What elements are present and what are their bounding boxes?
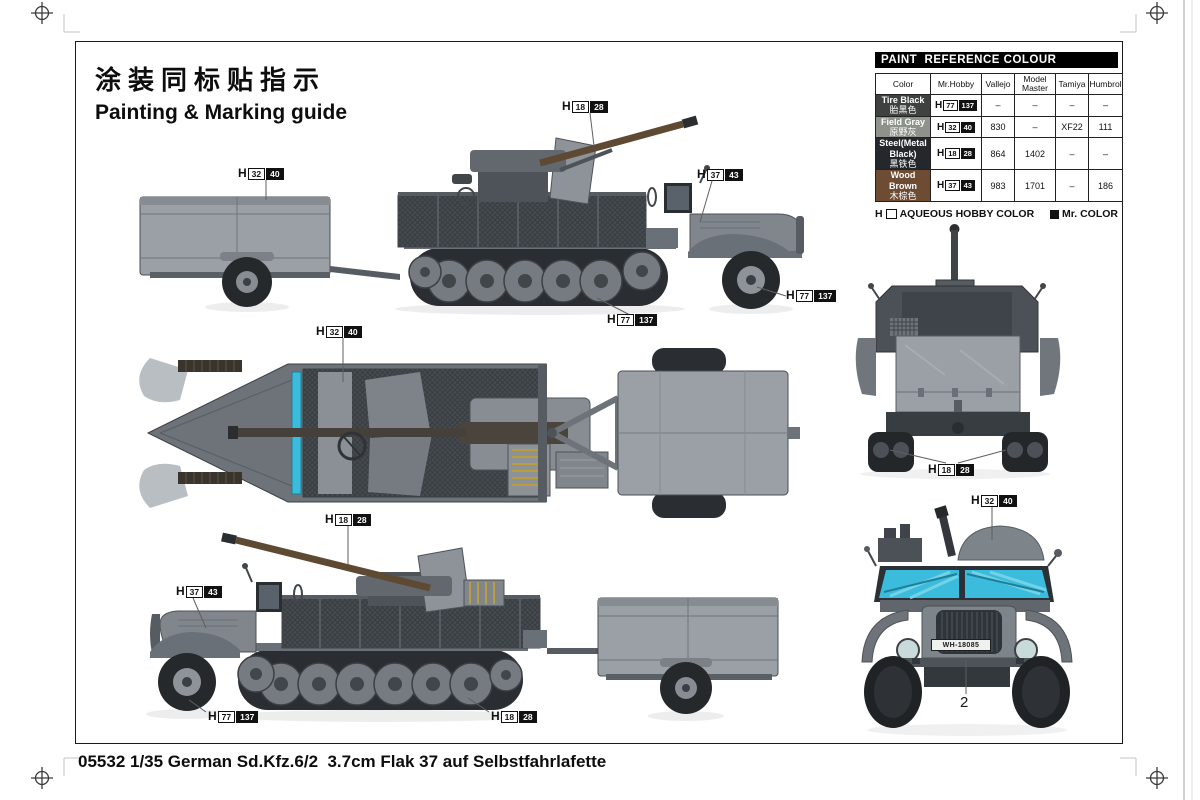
front-view	[861, 505, 1073, 736]
vallejo-cell: 830	[981, 115, 1015, 139]
front-bumper	[898, 658, 1036, 667]
trailer-drawbar	[330, 266, 400, 280]
model-master-cell: –	[1014, 94, 1056, 117]
paint-callout-front-bottom: H 37 43	[176, 585, 222, 598]
trailer-plan	[547, 348, 800, 518]
tailgate	[895, 335, 1021, 413]
page-title-chinese: 涂装同标贴指示	[95, 65, 327, 95]
callout-leader-lines	[188, 112, 1007, 713]
vallejo-cell: 864	[981, 137, 1015, 171]
mr-color-legend: Mr. COLOR	[1049, 208, 1118, 220]
paint-callout-front-roof: H 32 40	[971, 494, 1017, 507]
col-model-master: Model Master	[1014, 73, 1056, 95]
cab-roof	[957, 525, 1045, 561]
trailer-side	[139, 196, 400, 307]
paint-callout-track-bottom: H 18 28	[491, 710, 537, 723]
right-fender	[1040, 338, 1061, 396]
trailer-side-left	[547, 597, 779, 714]
vallejo-cell: –	[981, 94, 1015, 117]
humbrol-cell: –	[1088, 94, 1123, 117]
col-tamiya: Tamiya	[1055, 73, 1089, 95]
paint-callout-barrel-top: H 18 28	[562, 100, 608, 113]
front-fender	[150, 632, 240, 658]
paint-table-header-row: Color Mr.Hobby Vallejo Model Master Tami…	[875, 73, 1123, 95]
gun-barrel	[539, 120, 684, 167]
paint-table-legend: H AQUEOUS HOBBY COLOR Mr. COLOR	[875, 208, 1118, 220]
registration-marks	[31, 2, 1168, 789]
rear-view	[855, 224, 1061, 479]
halftrack-side	[397, 115, 804, 309]
corner-ticks	[63, 14, 1137, 776]
kit-caption: 05532 1/35 German Sd.Kfz.6/2 3.7cm Flak …	[78, 752, 607, 771]
content-frame	[75, 41, 1123, 744]
model-master-cell: 1701	[1014, 169, 1056, 203]
page-edge-lines	[1183, 0, 1193, 800]
color-swatch-cell: Tire Black 胎黑色	[875, 94, 931, 117]
flak-gun	[452, 115, 699, 205]
paint-callout-tire-top: H 77 137	[786, 289, 837, 302]
steering-wheel-plan	[337, 431, 367, 461]
aqueous-legend: H AQUEOUS HOBBY COLOR	[875, 208, 1035, 221]
color-swatch-cell: Wood Brown 木棕色	[875, 169, 931, 203]
side-view-left	[146, 532, 779, 722]
humbrol-cell: 186	[1088, 169, 1123, 203]
col-mr-hobby: Mr.Hobby	[930, 73, 982, 95]
paint-callout-tire-bottom: H 77 137	[208, 710, 259, 723]
col-humbrol: Humbrol	[1088, 73, 1123, 95]
color-swatch-cell: Field Gray 原野灰	[875, 115, 931, 139]
paint-callout-barrel-bottom: H 18 28	[325, 513, 371, 526]
paint-callout-cab-top: H 37 43	[697, 168, 743, 181]
table-row: Field Gray 原野灰 H 32 40 830 – XF22 111	[875, 115, 1123, 139]
front-fender	[688, 234, 802, 258]
mr-hobby-cell: H 37 43	[930, 169, 982, 203]
plan-view	[139, 348, 800, 518]
left-fender	[861, 609, 909, 663]
table-row: Wood Brown 木棕色 H 37 43 983 1701 – 186	[875, 169, 1123, 203]
license-plate: WH-18085	[931, 639, 991, 651]
tamiya-cell: –	[1055, 137, 1089, 171]
col-color: Color	[875, 73, 931, 95]
vallejo-cell: 983	[981, 169, 1015, 203]
tamiya-cell: XF22	[1055, 115, 1089, 139]
table-row: Tire Black 胎黑色 H 77 137 – – – –	[875, 94, 1123, 117]
side-view-right	[139, 115, 804, 315]
color-swatch-cell: Steel(Metal Black) 黑铁色	[875, 137, 931, 171]
col-vallejo: Vallejo	[981, 73, 1015, 95]
table-row: Steel(Metal Black) 黑铁色 H 18 28 864 1402 …	[875, 137, 1123, 171]
right-fender	[1025, 609, 1073, 663]
tamiya-cell: –	[1055, 94, 1089, 117]
gun-barrel	[235, 536, 431, 592]
paint-callout-rear-tracks: H 18 28	[928, 463, 974, 476]
model-master-cell: –	[1014, 115, 1056, 139]
mr-hobby-cell: H 18 28	[930, 137, 982, 171]
flak-gun	[221, 532, 505, 613]
halftrack-side-left	[150, 532, 547, 711]
paint-table: Color Mr.Hobby Vallejo Model Master Tami…	[875, 73, 1123, 203]
humbrol-cell: 111	[1088, 115, 1123, 139]
mr-hobby-cell: H 32 40	[930, 115, 982, 139]
left-fender	[855, 338, 876, 396]
cargo-bed	[397, 194, 647, 248]
paint-callout-trailer-top: H 32 40	[238, 167, 284, 180]
cab-and-hood	[150, 563, 547, 711]
mr-color-box-icon	[1049, 209, 1059, 219]
spare-track-links	[178, 360, 242, 484]
mr-hobby-cell: H 77 137	[930, 94, 982, 117]
gun-barrel-rear	[951, 230, 958, 284]
paint-table-title: PAINT REFERENCE COLOUR	[875, 52, 1118, 68]
model-master-cell: 1402	[1014, 137, 1056, 171]
title-block: 涂装同标贴指示 Painting & Marking guide	[95, 60, 347, 125]
tracks-rear	[868, 432, 1048, 472]
aqueous-box-icon	[885, 209, 897, 220]
tamiya-cell: –	[1055, 169, 1089, 203]
cab-and-hood	[646, 165, 804, 309]
page-title-english: Painting & Marking guide	[95, 101, 348, 124]
scheme-number-label: 2	[960, 694, 969, 711]
paint-reference-table: PAINT REFERENCE COLOUR Color Mr.Hobby Va…	[875, 52, 1123, 220]
paint-callout-plan-bed: H 32 40	[316, 325, 362, 338]
paint-callout-track-top: H 77 137	[607, 313, 658, 326]
humbrol-cell: –	[1088, 137, 1123, 171]
